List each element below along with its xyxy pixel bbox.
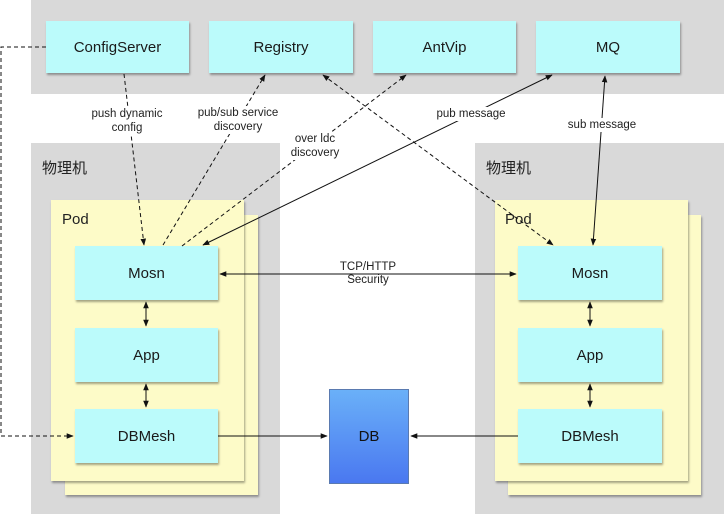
edge-mq-right-mosn [590, 75, 608, 246]
left-dbmesh-label: DBMesh [117, 427, 176, 445]
label-line: push dynamic [91, 108, 163, 120]
left-app-node[interactable]: App [75, 328, 218, 382]
label-pub-message: pub message [436, 107, 506, 121]
antvip-node[interactable]: AntVip [373, 21, 516, 73]
left-dbmesh-node[interactable]: DBMesh [75, 409, 218, 463]
label-line: pub/sub service [197, 107, 279, 119]
label-line: discovery [213, 121, 263, 133]
mq-node[interactable]: MQ [536, 21, 680, 73]
right-app-label: App [576, 346, 604, 364]
antvip-label: AntVip [422, 38, 467, 56]
edge-registry-right-mosn [322, 74, 554, 246]
label-line: over ldc [294, 133, 336, 145]
right-mosn-node[interactable]: Mosn [518, 246, 662, 300]
label-line: sub message [567, 119, 637, 131]
label-tcp-http-security: TCP/HTTP Security [340, 261, 396, 287]
label-line: discovery [290, 147, 340, 159]
edge-configserver-dbmesh [0, 46, 74, 439]
left-pod-label: Pod [62, 211, 89, 228]
edge-mosn-mq [202, 74, 553, 246]
label-push-dynamic-config: push dynamic config [91, 107, 163, 135]
right-app-node[interactable]: App [518, 328, 662, 382]
label-sub-message: sub message [567, 118, 637, 132]
label-pubsub-discovery: pub/sub service discovery [197, 106, 279, 134]
registry-label: Registry [253, 38, 309, 56]
configserver-node[interactable]: ConfigServer [46, 21, 189, 73]
left-mosn-label: Mosn [128, 264, 165, 282]
label-line: TCP/HTTP [339, 261, 397, 273]
registry-node[interactable]: Registry [209, 21, 353, 73]
right-dbmesh-label: DBMesh [561, 427, 619, 445]
left-app-label: App [133, 346, 160, 364]
left-host-label: 物理机 [42, 159, 88, 177]
label-line: pub message [436, 108, 506, 120]
db-label: DB [358, 428, 380, 445]
right-mosn-label: Mosn [571, 264, 609, 282]
configserver-label: ConfigServer [73, 38, 162, 56]
edge-configserver-mosn [123, 73, 147, 246]
edge-mosn-registry [162, 74, 266, 246]
left-mosn-node[interactable]: Mosn [75, 246, 218, 300]
label-line: config [111, 122, 143, 134]
label-line: Security [347, 274, 389, 286]
edge-mosn-antvip [181, 74, 407, 247]
db-node[interactable]: DB [329, 389, 409, 484]
mq-label: MQ [595, 38, 621, 56]
right-dbmesh-node[interactable]: DBMesh [518, 409, 662, 463]
label-over-ldc-discovery: over ldc discovery [290, 132, 340, 160]
